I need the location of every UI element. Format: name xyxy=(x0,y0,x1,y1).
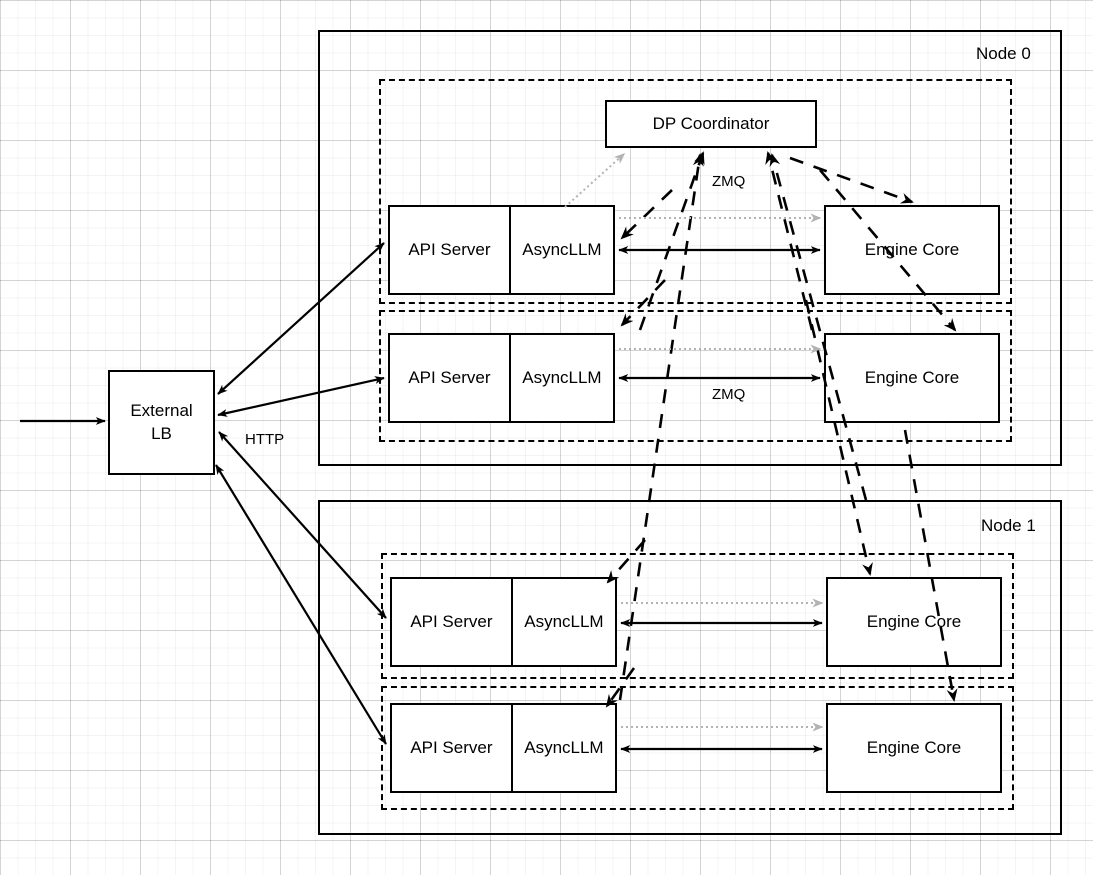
async-llm-cell[interactable]: AsyncLLM xyxy=(522,368,602,387)
http-label: HTTP xyxy=(245,431,285,448)
api-server-unit-node1-rank0[interactable]: API Server AsyncLLM xyxy=(390,577,617,667)
api-server-unit-node0-rank1[interactable]: API Server AsyncLLM xyxy=(388,333,615,423)
engine-core-node1-rank1[interactable]: Engine Core xyxy=(826,703,1002,793)
external-lb-label-line1: External xyxy=(130,400,193,420)
engine-core-label: Engine Core xyxy=(866,611,962,631)
api-server-unit-node1-rank1[interactable]: API Server AsyncLLM xyxy=(390,703,617,793)
api-server-cell[interactable]: API Server xyxy=(392,579,513,665)
dp-coordinator-label: DP Coordinator xyxy=(652,113,770,133)
engine-core-node0-rank1[interactable]: Engine Core xyxy=(824,333,1000,423)
async-llm-cell[interactable]: AsyncLLM xyxy=(524,612,604,631)
api-server-cell[interactable]: API Server xyxy=(390,335,511,421)
api-server-unit-node0-rank0[interactable]: API Server AsyncLLM xyxy=(388,205,615,295)
node-label-1: Node 1 xyxy=(981,516,1036,535)
external-lb-box[interactable]: External LB xyxy=(108,370,215,475)
async-llm-cell[interactable]: AsyncLLM xyxy=(524,738,604,757)
node-label-0: Node 0 xyxy=(976,44,1031,63)
dp-coordinator-box[interactable]: DP Coordinator xyxy=(605,100,817,148)
api-server-cell[interactable]: API Server xyxy=(392,705,513,791)
zmq-label-node0-rank1: ZMQ xyxy=(712,386,746,403)
engine-core-node1-rank0[interactable]: Engine Core xyxy=(826,577,1002,667)
external-lb-label-line2: LB xyxy=(151,423,172,443)
engine-core-node0-rank0[interactable]: Engine Core xyxy=(824,205,1000,295)
engine-core-label: Engine Core xyxy=(864,239,960,259)
zmq-label-node0-rank0: ZMQ xyxy=(712,173,746,190)
api-server-cell[interactable]: API Server xyxy=(390,207,511,293)
engine-core-label: Engine Core xyxy=(866,737,962,757)
async-llm-cell[interactable]: AsyncLLM xyxy=(522,240,602,259)
engine-core-label: Engine Core xyxy=(864,367,960,387)
